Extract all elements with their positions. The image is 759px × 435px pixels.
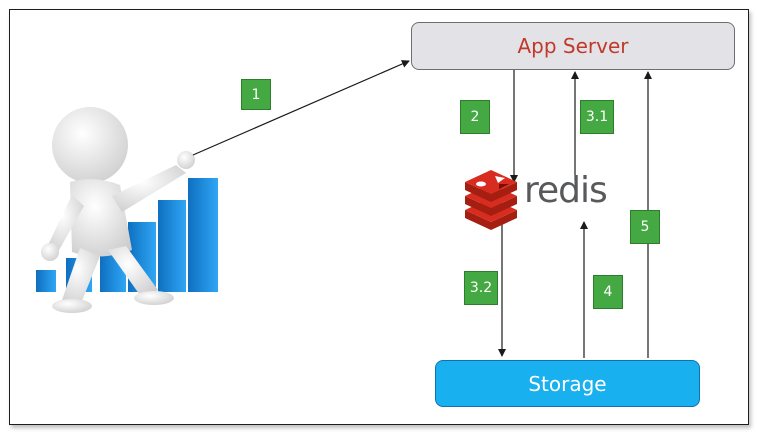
step-badge-5: 5 xyxy=(630,210,660,244)
step-badge-4-label: 4 xyxy=(603,284,613,300)
storage-label: Storage xyxy=(528,371,607,396)
step-badge-3-1: 3.1 xyxy=(580,100,614,134)
step-badge-1: 1 xyxy=(241,79,271,110)
app-server-node: App Server xyxy=(411,22,735,70)
step-badge-3-2: 3.2 xyxy=(464,271,498,305)
redis-label: redis xyxy=(524,170,608,211)
diagram-frame xyxy=(9,9,749,425)
storage-node: Storage xyxy=(435,360,700,407)
step-badge-5-label: 5 xyxy=(640,219,650,235)
presenter-figure-icon xyxy=(41,107,195,313)
step-badge-4: 4 xyxy=(593,275,623,309)
step-badge-2-label: 2 xyxy=(470,109,480,125)
step-badge-2: 2 xyxy=(460,100,490,134)
step-badge-3-2-label: 3.2 xyxy=(469,280,493,296)
arrow-step-1 xyxy=(192,60,410,156)
step-badge-1-label: 1 xyxy=(251,86,261,103)
app-server-label: App Server xyxy=(517,34,629,58)
step-badge-3-1-label: 3.1 xyxy=(585,109,609,125)
